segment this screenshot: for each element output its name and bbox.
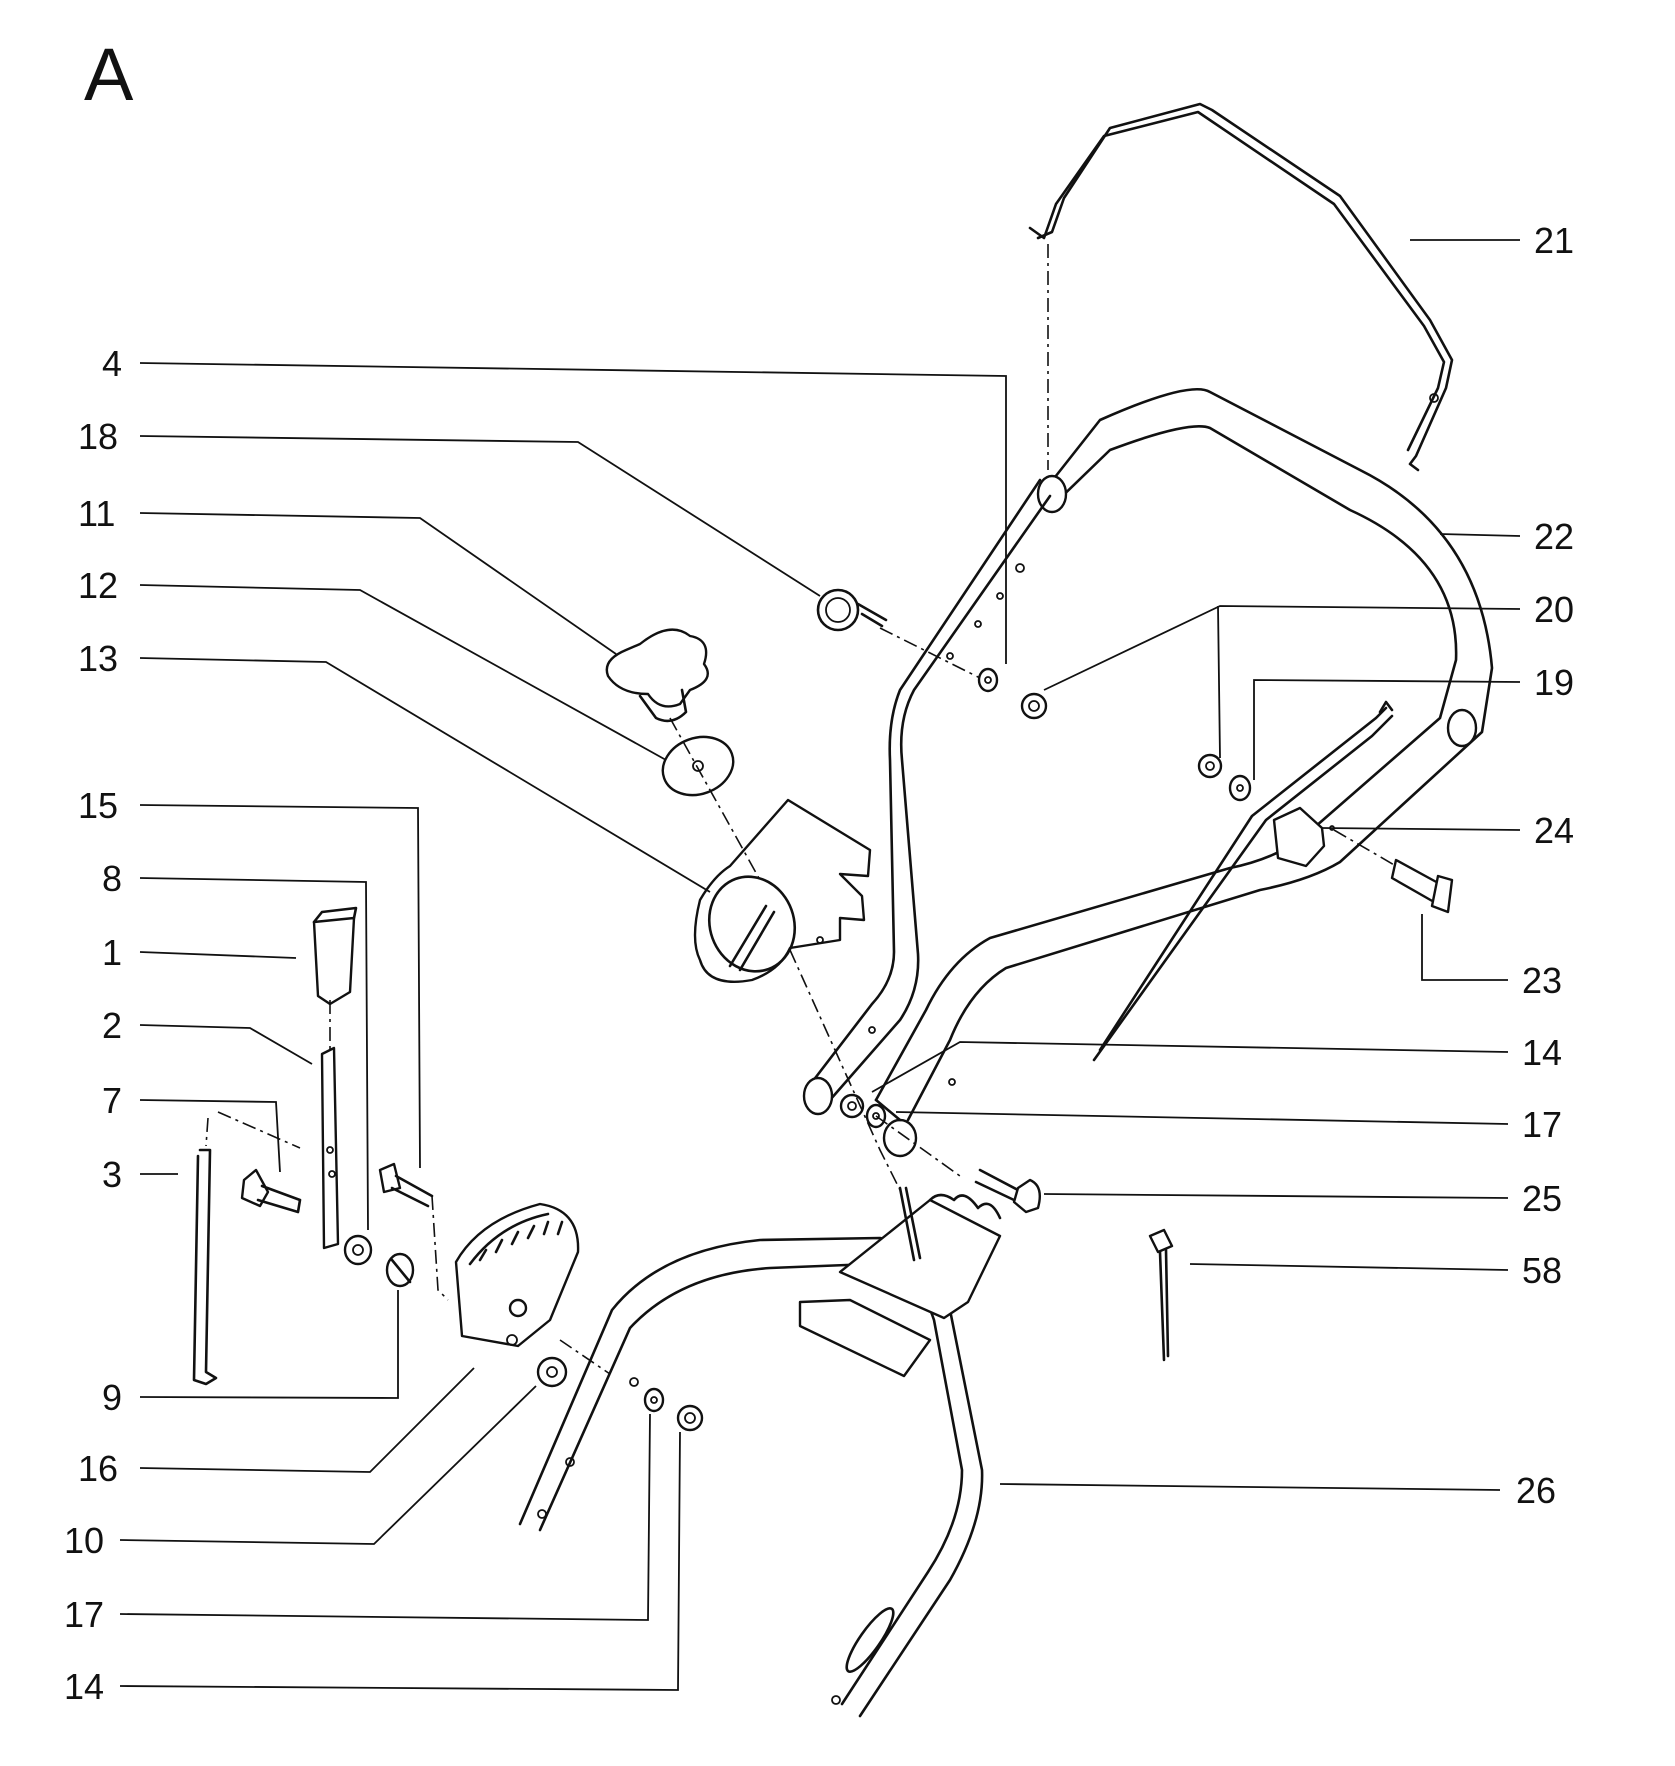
part-1-grip [312, 906, 358, 1006]
callout-17-upper: 17 [1522, 1104, 1562, 1145]
part-12-washer-disc [661, 735, 735, 797]
callout-25: 25 [1522, 1178, 1562, 1219]
part-16-ratchet [454, 1202, 580, 1348]
part-17-washer-lower [643, 1387, 665, 1413]
part-3-rod [192, 1148, 218, 1386]
part-2-lever [320, 1046, 340, 1250]
part-9-spring [385, 1252, 415, 1288]
part-19-washer-right [1228, 774, 1252, 802]
part-10-nut [536, 1356, 568, 1388]
callout-21: 21 [1534, 220, 1574, 261]
part-15-bolt [378, 1162, 434, 1208]
callout-15: 15 [78, 785, 118, 826]
callout-12: 12 [78, 565, 118, 606]
part-26-bracket [798, 1186, 1002, 1378]
part-26-lower-handle [518, 1236, 984, 1718]
part-14-nut-lower [676, 1404, 704, 1432]
part-4-washer [977, 667, 999, 693]
assembly-lines [205, 244, 1397, 1375]
part-11-knob [605, 628, 709, 723]
callout-14-upper: 14 [1522, 1032, 1562, 1073]
callout-labels: 21 4 18 11 22 12 20 13 19 15 24 8 1 23 2… [64, 220, 1574, 1707]
part-20-nut-left [1020, 692, 1048, 720]
callout-2: 2 [102, 1005, 122, 1046]
diagram-title: A [84, 33, 134, 116]
callout-26: 26 [1516, 1470, 1556, 1511]
part-24-cable [1092, 700, 1394, 1062]
callout-17-lower: 17 [64, 1594, 104, 1635]
part-8-washer [343, 1234, 373, 1266]
part-25-bolt [974, 1168, 1041, 1214]
callout-9: 9 [102, 1377, 122, 1418]
part-13-bracket [693, 798, 872, 983]
callout-7: 7 [102, 1080, 122, 1121]
callout-58: 58 [1522, 1250, 1562, 1291]
part-20-nut-right [1197, 753, 1223, 779]
callout-16: 16 [78, 1448, 118, 1489]
part-58-cable-tie [1148, 1228, 1174, 1362]
callout-24: 24 [1534, 810, 1574, 851]
part-18-eye-bolt [816, 588, 888, 632]
part-21-bail-bar [1028, 102, 1454, 472]
callout-14-lower: 14 [64, 1666, 104, 1707]
part-22-upper-handle [802, 388, 1494, 1158]
callout-13: 13 [78, 638, 118, 679]
callout-19: 19 [1534, 662, 1574, 703]
part-23-bolt [1329, 825, 1454, 914]
callout-10: 10 [64, 1520, 104, 1561]
part-7-bolt [240, 1168, 302, 1214]
callout-11: 11 [78, 493, 115, 534]
callout-1: 1 [102, 932, 122, 973]
leader-lines [119, 239, 1521, 1691]
callout-18: 18 [78, 416, 118, 457]
callout-23: 23 [1522, 960, 1562, 1001]
callout-22: 22 [1534, 516, 1574, 557]
callout-20: 20 [1534, 589, 1574, 630]
callout-8: 8 [102, 858, 122, 899]
callout-3: 3 [102, 1154, 122, 1195]
callout-4: 4 [102, 343, 122, 384]
